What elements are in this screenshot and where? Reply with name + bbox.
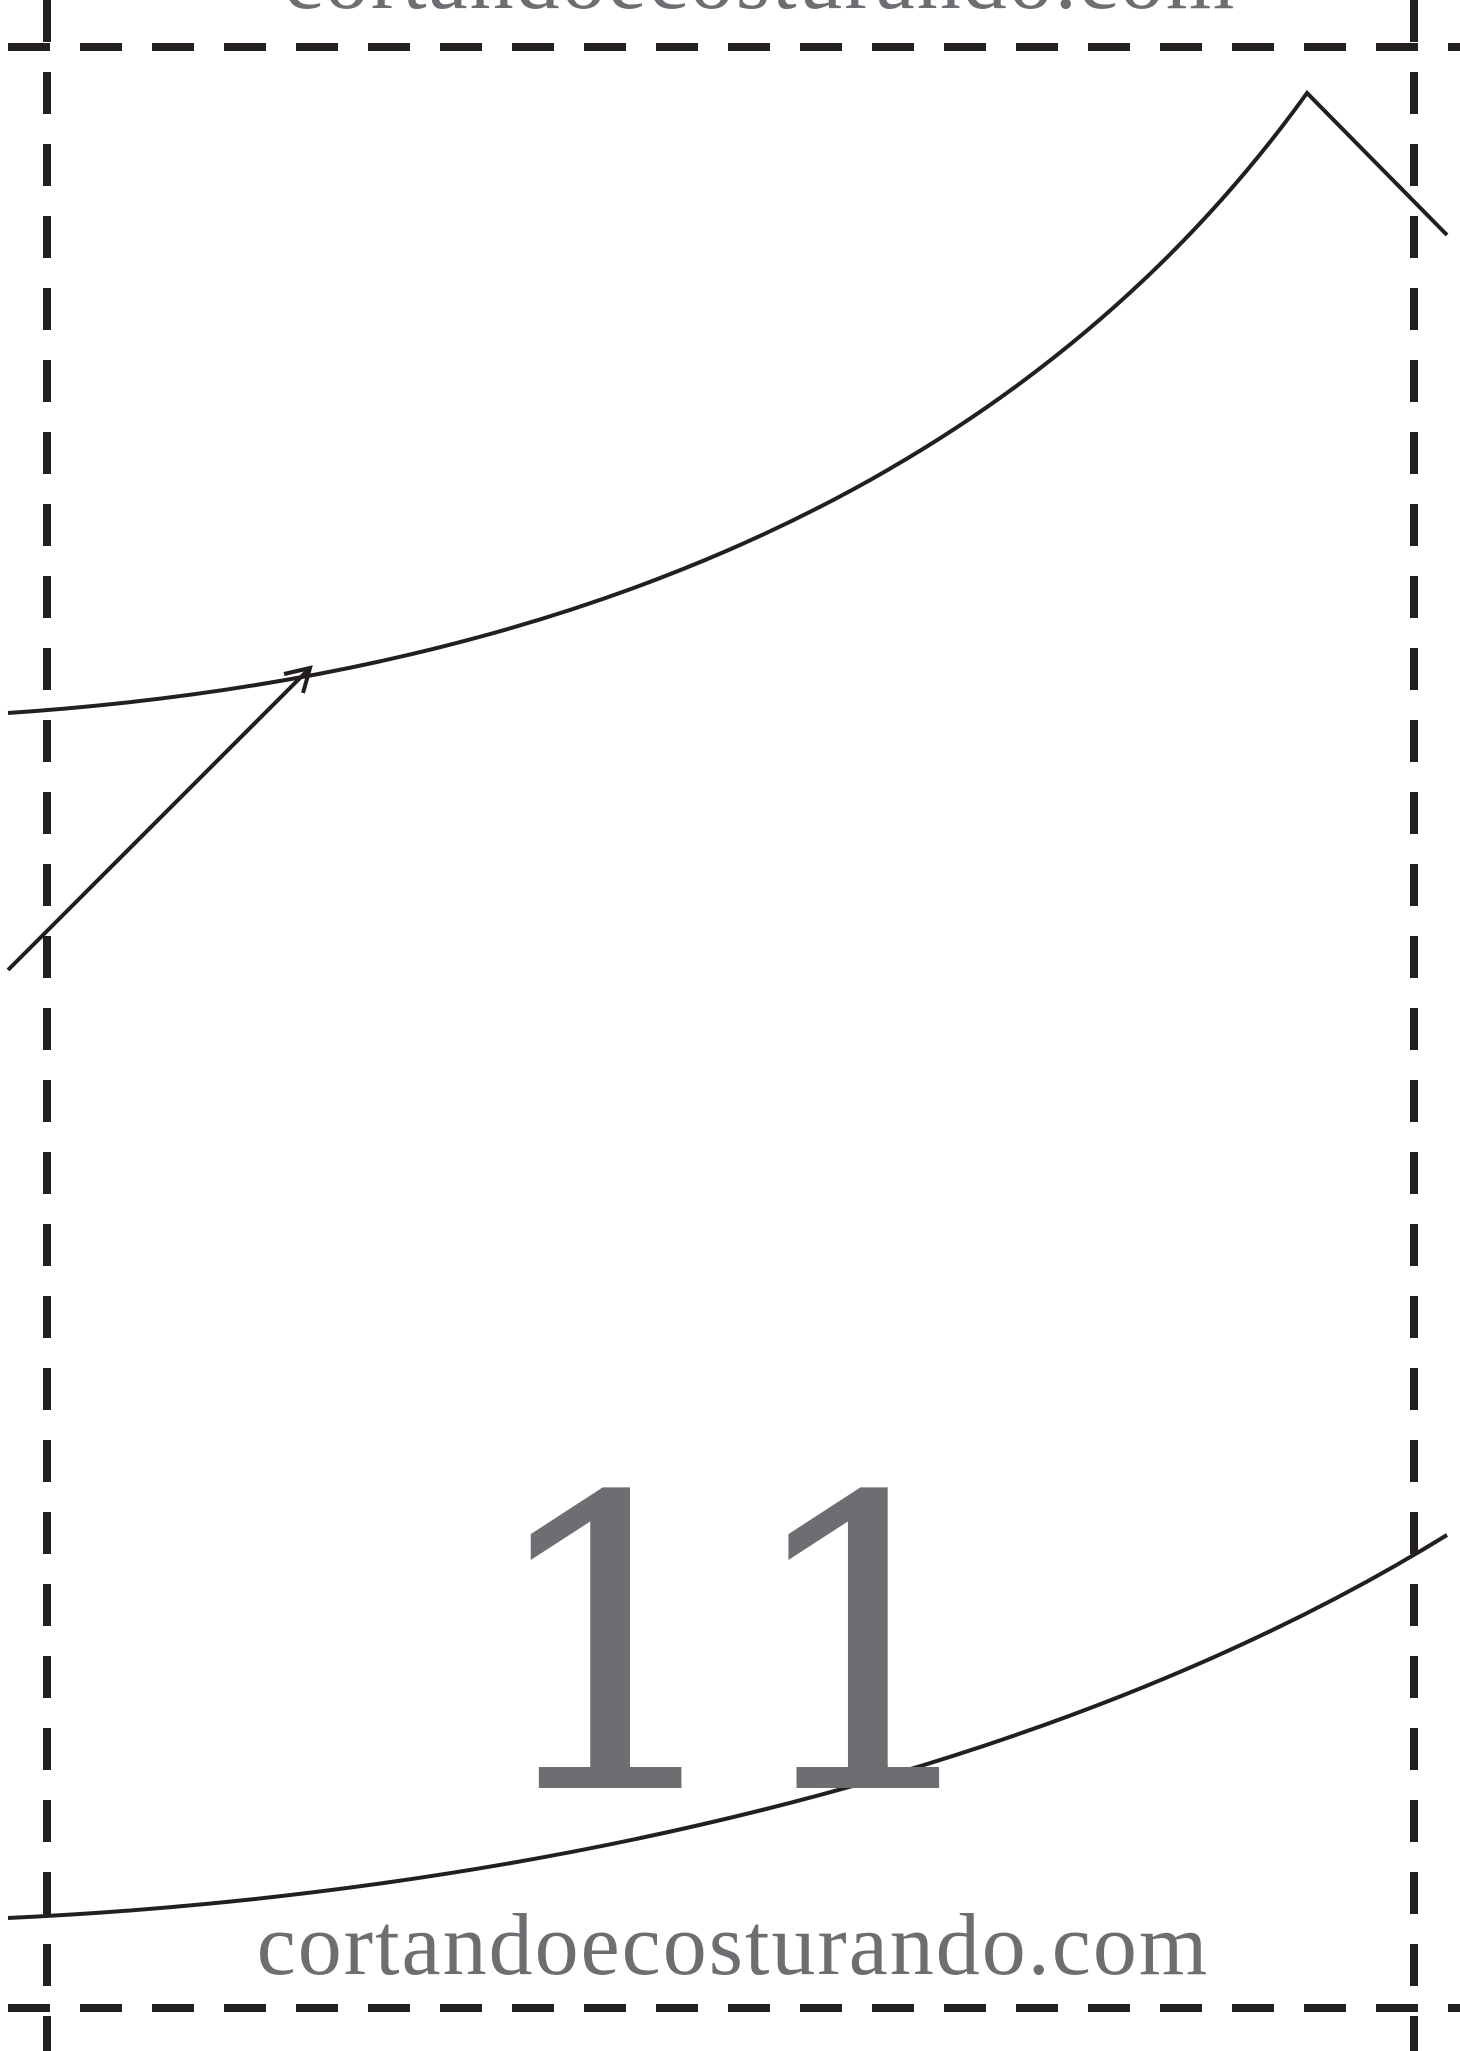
header-site-text: cortandoecosturando.com [284, 0, 1237, 28]
tile-border [8, 0, 1460, 2051]
pattern-upper-curve [7, 89, 1449, 715]
footer-site-text: cortandoecosturando.com [257, 1897, 1210, 1994]
pattern-lower-curve [7, 1533, 1449, 1920]
page-number: 11 [481, 1412, 996, 1884]
arrow-icon [6, 665, 313, 972]
